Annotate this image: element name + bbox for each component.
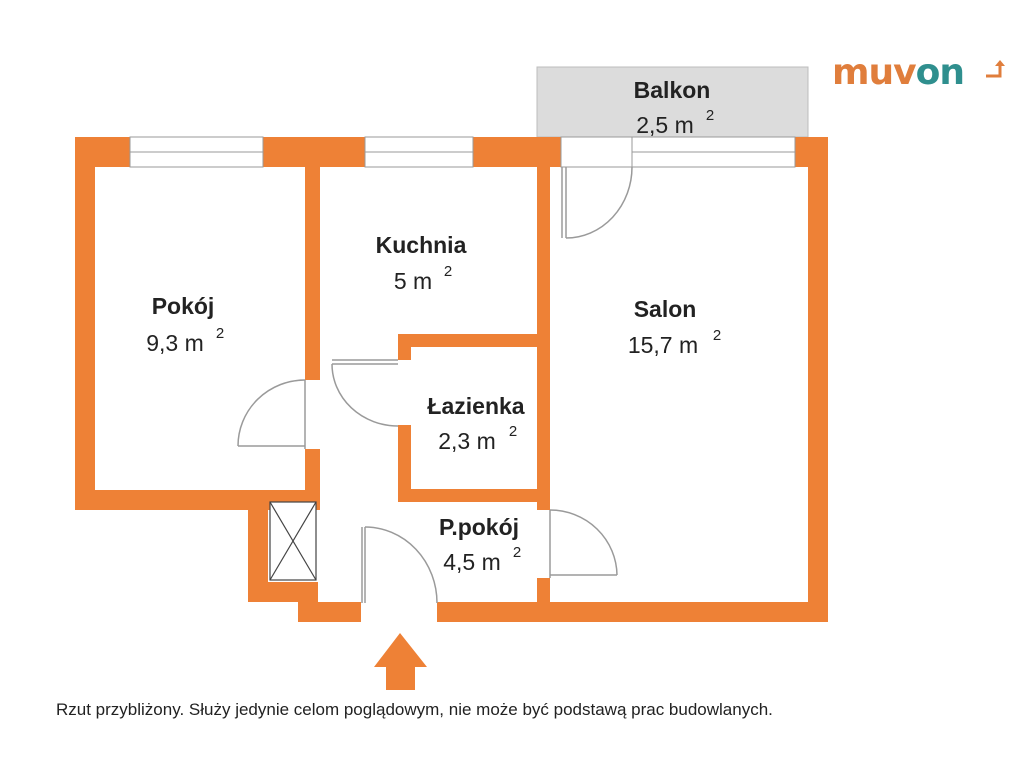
kuchnia-area: 5 m <box>394 268 432 294</box>
doors <box>237 166 633 604</box>
balkon-unit-exp: 2 <box>706 107 714 124</box>
salon-unit-exp: 2 <box>713 327 721 344</box>
przedpokoj-name: P.pokój <box>439 514 519 540</box>
logo-text-part1: muv <box>832 52 917 93</box>
label-pokoj: Pokój 9,3 m 2 <box>146 293 224 356</box>
kuchnia-unit-exp: 2 <box>444 263 452 280</box>
lazienka-unit-exp: 2 <box>509 423 517 440</box>
walls <box>75 137 828 622</box>
pokoj-name: Pokój <box>152 293 215 319</box>
kuchnia-name: Kuchnia <box>376 232 467 258</box>
salon-name: Salon <box>634 296 697 322</box>
disclaimer-footnote: Rzut przybliżony. Służy jedynie celom po… <box>56 700 773 719</box>
balcony-area <box>536 66 809 138</box>
storage-closet <box>269 501 317 581</box>
label-balkon: Balkon 2,5 m 2 <box>634 77 715 138</box>
muvon-logo: muvon <box>832 52 1005 93</box>
pokoj-unit-exp: 2 <box>216 325 224 342</box>
entrance-arrow-icon <box>374 633 427 690</box>
label-salon: Salon 15,7 m 2 <box>628 296 721 358</box>
logo-arrow-icon <box>986 60 1005 78</box>
przedpokoj-unit-exp: 2 <box>513 544 521 561</box>
pokoj-area: 9,3 m <box>146 330 204 356</box>
windows <box>129 136 796 168</box>
balkon-area: 2,5 m <box>636 112 694 138</box>
lazienka-area: 2,3 m <box>438 428 496 454</box>
logo-text-part2: on <box>915 52 965 93</box>
label-przedpokoj: P.pokój 4,5 m 2 <box>439 514 521 575</box>
label-lazienka: Łazienka 2,3 m 2 <box>427 393 524 454</box>
lazienka-name: Łazienka <box>427 393 524 419</box>
balkon-name: Balkon <box>634 77 711 103</box>
przedpokoj-area: 4,5 m <box>443 549 501 575</box>
salon-area: 15,7 m <box>628 332 698 358</box>
label-kuchnia: Kuchnia 5 m 2 <box>376 232 467 294</box>
